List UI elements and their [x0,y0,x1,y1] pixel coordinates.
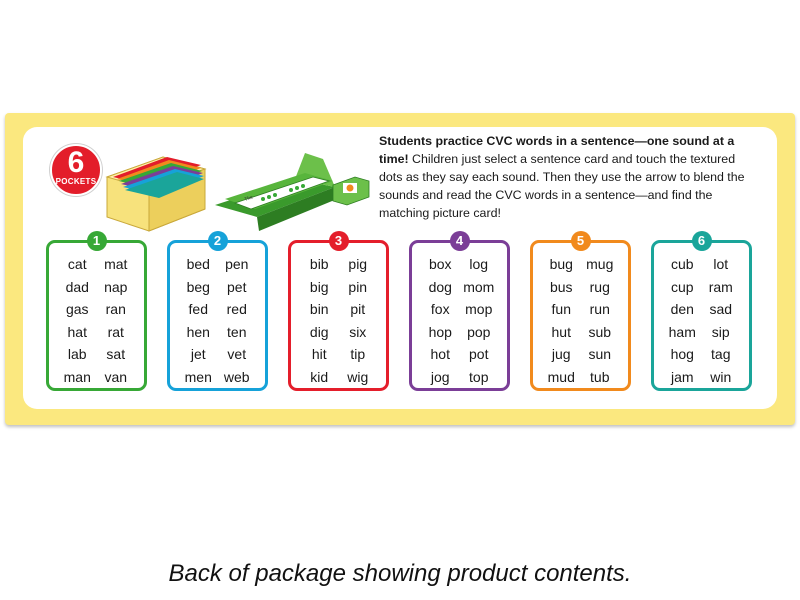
word: vet [227,346,247,362]
word: lot [713,256,729,272]
word: van [104,368,128,385]
product-description: Students practice CVC words in a sentenc… [379,132,755,222]
word: rug [589,278,610,295]
pocket-number: 2 [207,231,228,251]
word: gas [65,301,89,317]
word: bed [186,256,210,272]
word: jet [190,346,206,362]
word: pit [350,301,366,317]
word: dog [428,278,452,295]
word: jug [551,346,571,362]
word: cat [67,256,87,272]
word: six [349,323,367,340]
word: sub [588,323,612,340]
word: cub [670,256,694,272]
word: bib [309,256,329,272]
pocket-number: 6 [691,231,712,251]
word: rat [107,323,124,340]
word: hot [430,346,450,362]
word: bus [549,278,573,295]
word: ten [227,323,247,340]
word: fox [430,301,450,317]
pocket-3-word-list: 3 bib pig big pin bin pit dig six hit tip kid… [288,231,389,391]
strip-text: The [244,194,254,202]
word: sat [106,346,126,362]
word: hen [186,323,210,340]
word: dad [65,278,89,295]
word: pin [348,278,368,295]
word: hit [311,346,327,362]
pocket-number: 3 [328,231,349,251]
word: tip [350,346,366,362]
word: hop [428,323,452,340]
word: lab [67,346,87,362]
word: run [589,301,610,317]
word: ham [668,323,696,340]
word: fed [188,301,208,317]
word: hat [67,323,87,340]
word: bug [549,256,573,272]
word: tub [590,368,610,385]
package-back-panel: 6 POCKETS The [5,113,795,425]
word: pot [469,346,489,362]
word: log [469,256,489,272]
pockets-badge: 6 POCKETS [50,144,102,196]
description-lead: Students practice CVC words in a sentenc… [379,134,735,166]
word: hog [670,346,694,362]
word: pop [467,323,491,340]
word: red [226,301,247,317]
word: jam [670,368,694,385]
word: win [710,368,732,385]
word: mom [463,278,495,295]
word: mop [465,301,493,317]
pocket-number: 5 [570,231,591,251]
content-panel: 6 POCKETS The [23,127,777,409]
word: men [184,368,212,385]
word: mud [547,368,575,385]
badge-number: 6 [67,146,85,179]
word: fun [551,301,571,317]
pocket-number: 4 [449,231,470,251]
word: dig [309,323,329,340]
word: kid [310,368,329,385]
word: mug [586,256,614,272]
word: pig [348,256,368,272]
word: hut [551,323,571,340]
word: bin [309,301,329,317]
word: beg [186,278,210,295]
word: den [670,301,694,317]
word: mat [104,256,128,272]
word: pen [225,256,249,272]
badge-label: POCKETS [55,177,97,186]
description-body: Children just select a sentence card and… [379,152,745,220]
word: cup [670,278,694,295]
word: ran [105,301,126,317]
product-illustration: The [105,153,370,232]
word: man [63,368,91,385]
word: top [469,368,489,385]
word: tag [711,346,731,362]
word: jog [430,368,450,385]
word: wig [347,368,369,385]
word: pet [227,278,247,295]
word: box [428,256,452,272]
word: sad [709,301,733,317]
image-caption: Back of package showing product contents… [168,560,632,587]
word: big [309,278,329,295]
word: ram [708,278,733,295]
word: sip [711,323,730,340]
word: nap [104,278,128,295]
word: sun [588,346,612,362]
pocket-number: 1 [86,231,107,251]
word: web [223,368,250,385]
